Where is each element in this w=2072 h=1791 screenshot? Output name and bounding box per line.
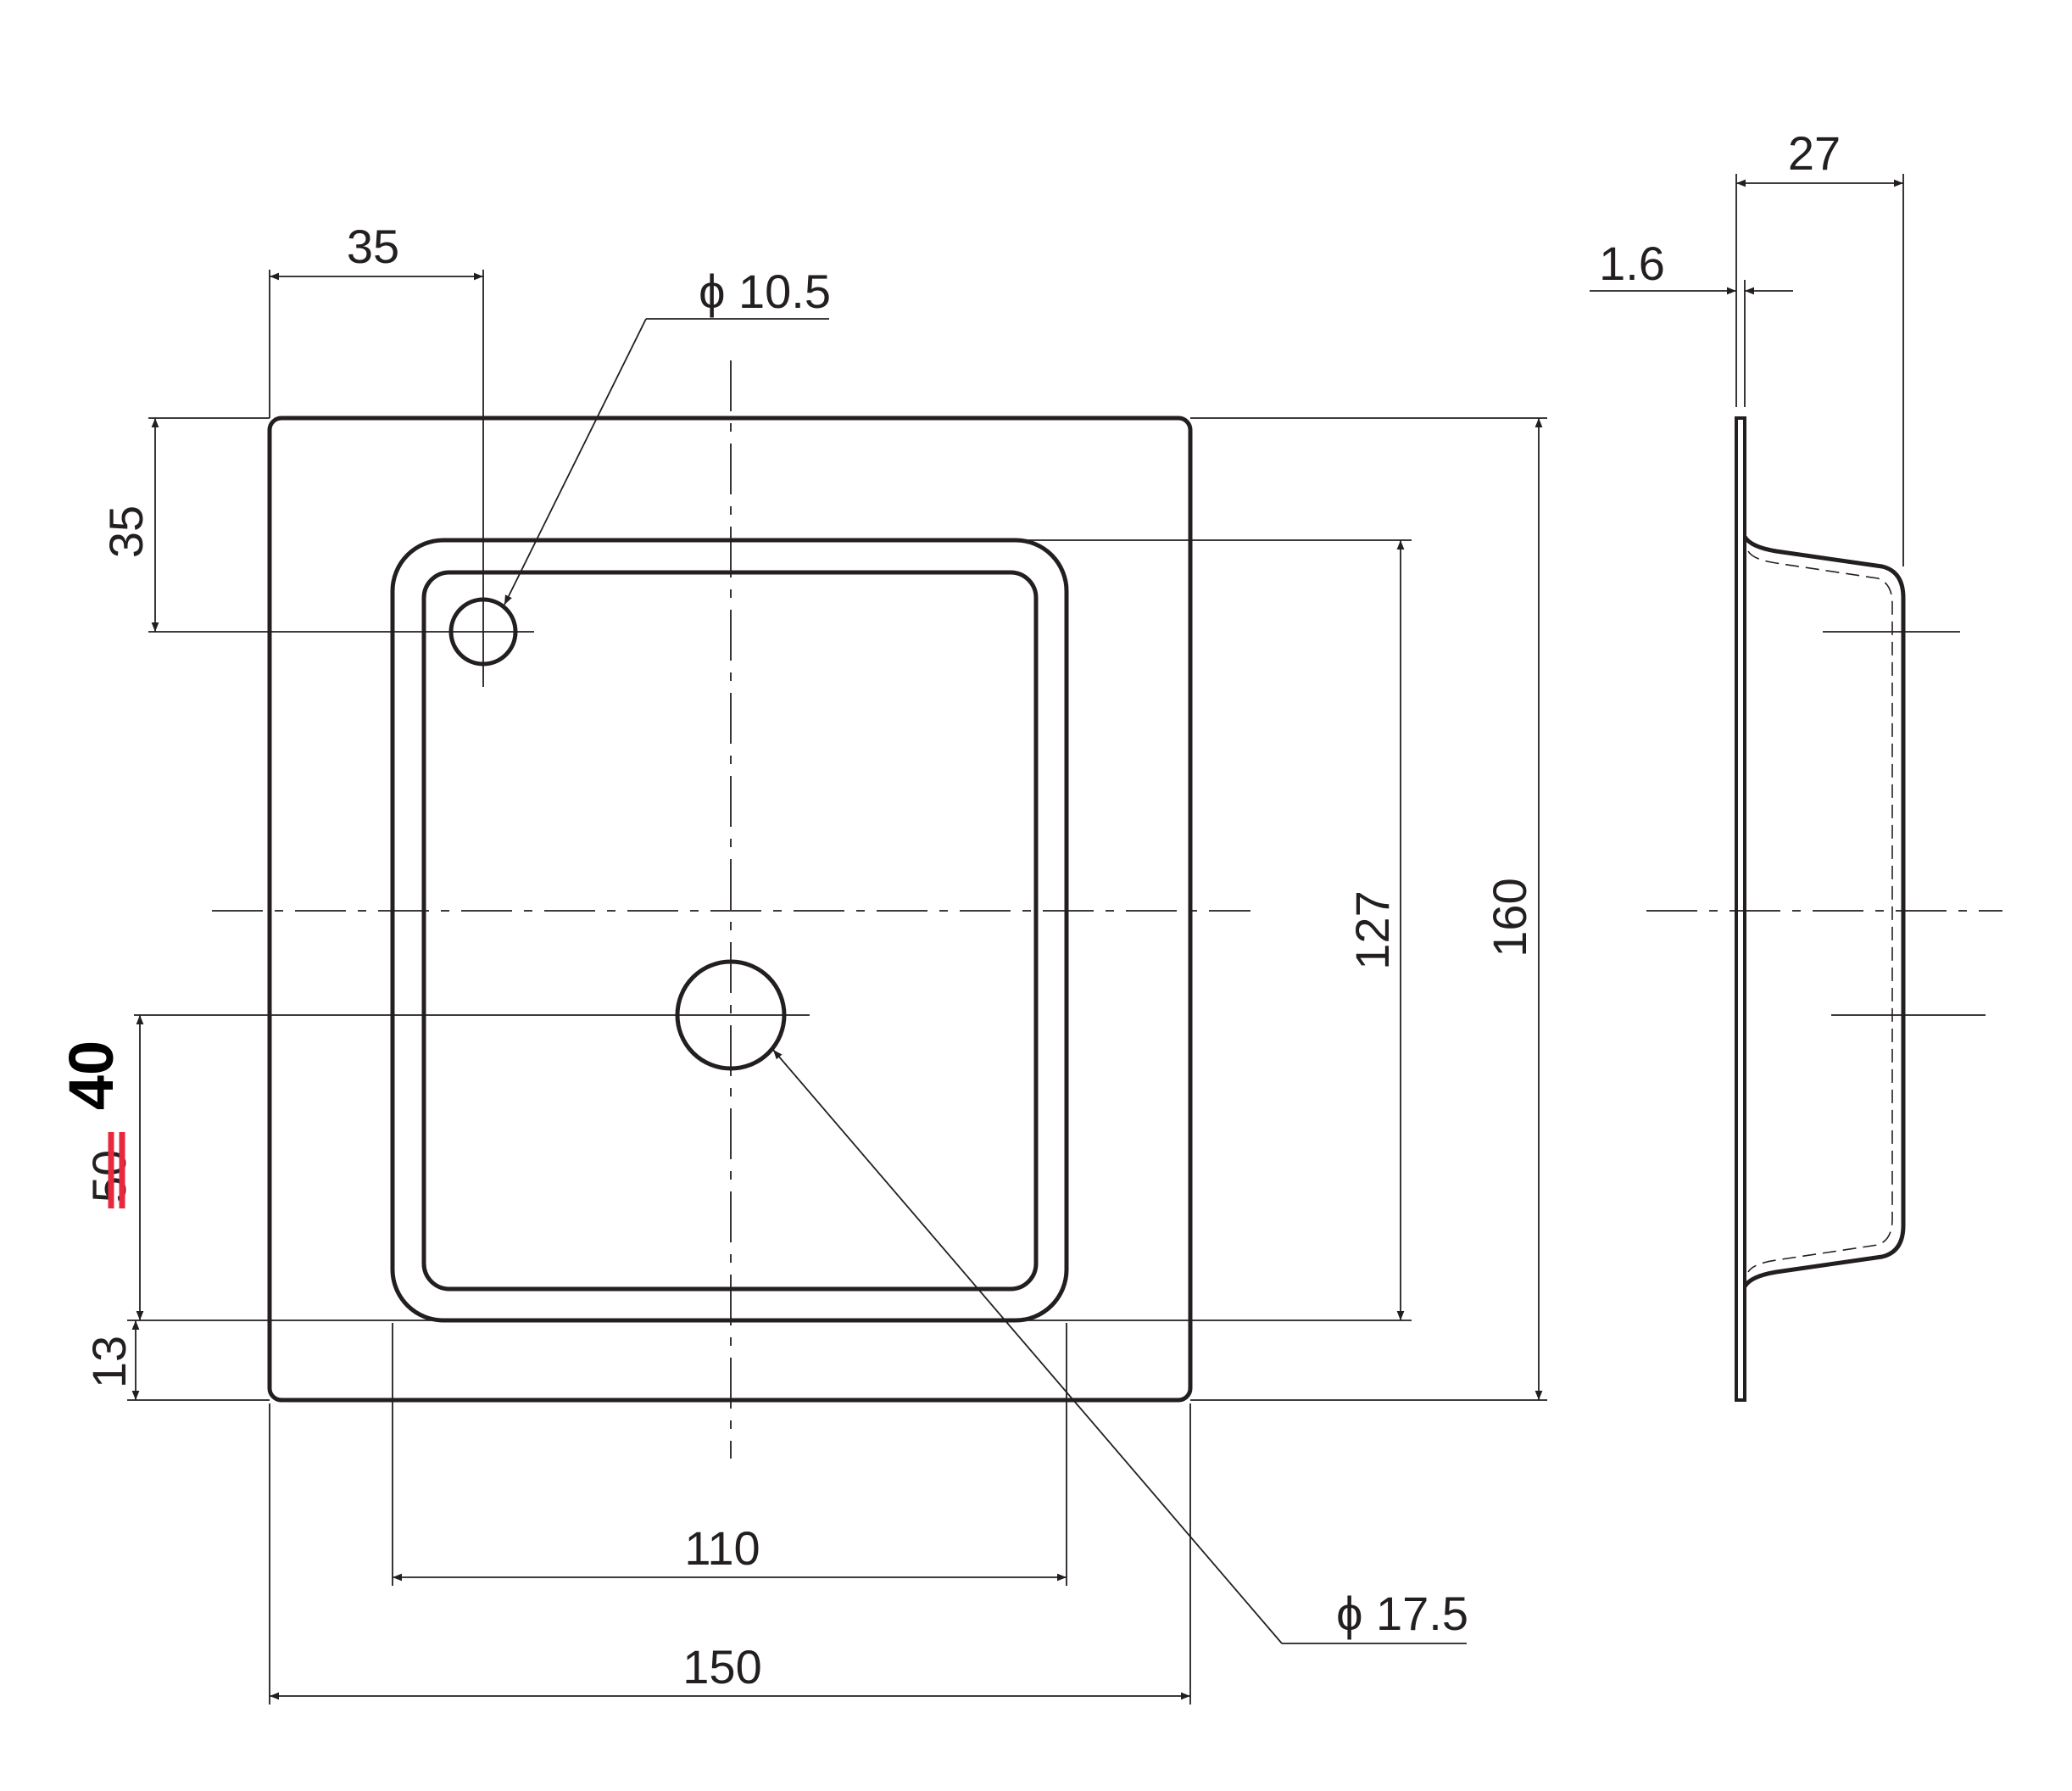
recess-outer-outline [390,538,1069,1323]
dim-flange-width-label: 150 [682,1640,761,1693]
dim-hole-offset-x: 35 [269,220,484,585]
large-hole-diameter-label: ϕ 17.5 [1336,1587,1468,1640]
leader-small-hole: ϕ 10.5 [504,265,831,605]
recess-inner-outline [421,570,1039,1292]
dim-hole-offset-y: 35 [99,417,432,633]
dim-hole-offset-y-label: 35 [99,505,153,558]
dim-bottom-margin: 13 [82,1320,441,1401]
cup-inner-hidden-profile [1747,550,1893,1273]
dim-flange-height-label: 160 [1483,878,1536,957]
dim-depth: 27 [1735,126,1904,566]
flange-section [1735,416,1746,1402]
side-view [1646,416,2002,1402]
cup-profile [1742,535,1906,1288]
dim-thickness-label: 1.6 [1599,237,1665,290]
dim-inner-height: 127 [1017,539,1412,1321]
small-hole-diameter-label: ϕ 10.5 [699,265,831,318]
front-view [212,360,1250,1459]
dim-depth-label: 27 [1788,126,1841,180]
dim-bottom-margin-label: 13 [82,1336,136,1388]
dim-hole-offset-x-label: 35 [347,220,399,273]
dim-inner-height-label: 127 [1345,890,1399,969]
dim-center-hole-height: 50 40 [56,1014,653,1320]
dim-inner-width-label: 110 [684,1521,760,1575]
dim-new-value-label: 40 [56,1041,126,1110]
flange-outline [267,416,1193,1403]
dim-flange-width: 150 [269,1403,1191,1705]
dim-thickness: 1.6 [1590,237,1793,407]
leader-large-hole: ϕ 17.5 [772,1049,1468,1644]
dim-flange-height: 160 [1190,417,1547,1401]
dim-inner-width: 110 [392,1323,1067,1586]
